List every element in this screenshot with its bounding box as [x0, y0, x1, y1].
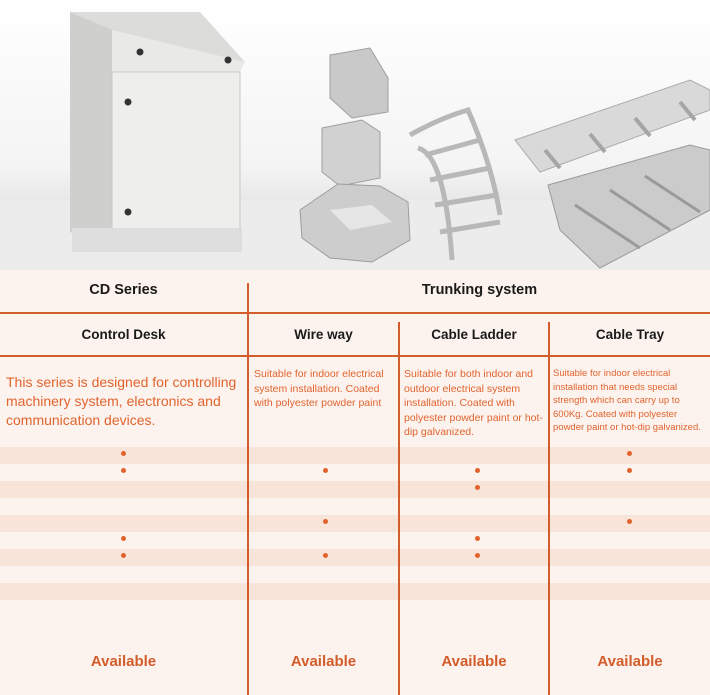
feature-dot: [474, 535, 480, 541]
feature-dot: [120, 450, 126, 456]
table-stripe: [0, 515, 710, 532]
feature-dot: [120, 467, 126, 473]
column-header-cable-tray: Cable Tray: [595, 327, 665, 342]
feature-dot: [322, 552, 328, 558]
cable-ladder-icon: [408, 106, 503, 261]
availability-cable-tray: Available: [597, 653, 663, 670]
control-desk-cabinet-icon: [70, 12, 245, 252]
availability-control-desk: Available: [90, 653, 157, 670]
description-cable-ladder: Suitable for both indoor and outdoor ele…: [404, 368, 543, 438]
column-header-wire-way: Wire way: [294, 327, 353, 342]
table-stripe: [0, 447, 710, 464]
product-spec-table: CD Series Trunking system Control Desk W…: [0, 270, 710, 695]
column-divider: [548, 322, 550, 695]
feature-dot: [626, 450, 632, 456]
product-photo-banner: [0, 0, 710, 270]
description-wire-way: Suitable for indoor electrical system in…: [254, 368, 384, 409]
column-divider: [247, 283, 249, 695]
feature-dot: [120, 535, 126, 541]
availability-cable-ladder: Available: [441, 653, 507, 670]
group-header-trunking: Trunking system: [421, 282, 538, 298]
availability-wire-way: Available: [290, 653, 357, 670]
feature-dot: [322, 467, 328, 473]
group-header-cd-series: CD Series: [89, 282, 158, 298]
column-divider: [398, 322, 400, 695]
column-header-cable-ladder: Cable Ladder: [431, 327, 517, 342]
description-cable-tray: Suitable for indoor electrical installat…: [553, 368, 701, 433]
feature-dot: [322, 518, 328, 524]
table-stripe: [0, 583, 710, 600]
feature-dot: [626, 518, 632, 524]
table-stripe: [0, 481, 710, 498]
cable-tray-icon: [514, 79, 710, 269]
feature-dot: [474, 467, 480, 473]
subheader-divider: [0, 355, 710, 357]
feature-dot: [120, 552, 126, 558]
header-divider: [0, 312, 710, 314]
table-stripe: [0, 549, 710, 566]
wire-way-trunking-icon: [299, 47, 411, 263]
feature-dot: [626, 467, 632, 473]
feature-dot: [474, 552, 480, 558]
feature-dot: [474, 484, 480, 490]
description-control-desk: This series is designed for controlling …: [6, 374, 237, 428]
column-header-control-desk: Control Desk: [81, 327, 166, 342]
